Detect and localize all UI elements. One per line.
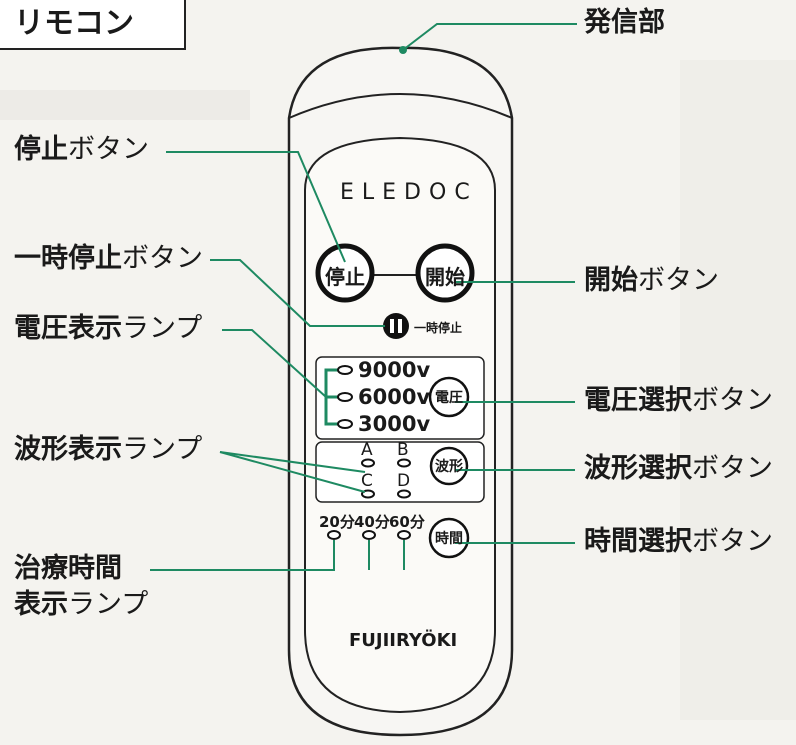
stop-button-ring — [315, 243, 375, 303]
callout-start-bold: 開始 — [584, 265, 638, 296]
waveform-d-label: D — [397, 471, 411, 491]
leader-lines — [150, 23, 577, 571]
callout-time-select: 時間選択ボタン — [584, 525, 773, 559]
callout-transmitter: 発信部 — [584, 6, 665, 40]
background-shape — [680, 60, 796, 720]
leader-transmitter — [402, 23, 577, 51]
start-button-ring — [415, 243, 475, 303]
background-shape — [0, 90, 250, 120]
waveform-lamp — [361, 458, 375, 468]
time-20-label: 20分 — [319, 513, 355, 531]
time-60-label: 60分 — [389, 513, 425, 531]
callout-start: 開始ボタン — [584, 264, 719, 298]
voltage-button[interactable]: 電圧 — [435, 390, 463, 406]
leader-stop — [166, 151, 346, 263]
waveform-lamp — [397, 458, 411, 468]
callout-waveform-select: 波形選択ボタン — [584, 452, 773, 486]
time-lamp — [327, 530, 341, 540]
voltage-lamp — [337, 419, 353, 429]
waveform-a-label: A — [361, 440, 373, 460]
leader-time-display — [150, 540, 335, 571]
leader-waveform-display — [219, 451, 366, 493]
callout-time-select-bold: 時間選択 — [584, 526, 692, 557]
callout-waveform-display-suffix: ランプ — [122, 434, 203, 465]
callout-waveform-select-bold: 波形選択 — [584, 453, 692, 484]
voltage-3000-label: 3000v — [358, 412, 431, 436]
callout-time-display-line1-text: 治療時間 — [14, 553, 122, 584]
voltage-button-ring — [428, 376, 470, 418]
callout-time-display-bold: 表示 — [14, 589, 68, 620]
callout-pause-suffix: ボタン — [122, 243, 203, 274]
callout-voltage-display-suffix: ランプ — [122, 313, 203, 344]
leader-pause — [210, 259, 385, 327]
maker-name: FUJIIRYÖKI — [349, 630, 458, 651]
callout-time-select-suffix: ボタン — [692, 526, 773, 557]
pause-bar — [398, 319, 402, 333]
callout-time-display-line2: 表示ランプ — [14, 588, 148, 622]
callout-start-suffix: ボタン — [638, 265, 719, 296]
pause-bar — [390, 319, 394, 333]
callout-waveform-display: 波形表示ランプ — [14, 433, 202, 467]
callout-waveform-select-suffix: ボタン — [692, 453, 773, 484]
voltage-lamp — [337, 365, 353, 375]
callout-voltage-select-bold: 電圧選択 — [584, 385, 692, 416]
leader-dot — [399, 46, 407, 54]
waveform-lamp — [361, 489, 375, 499]
callout-pause-bold: 一時停止 — [14, 243, 122, 274]
voltage-panel — [315, 356, 485, 440]
time-40-label: 40分 — [354, 513, 390, 531]
time-button-ring — [428, 517, 470, 559]
callout-time-display-line1: 治療時間 — [14, 552, 122, 586]
voltage-6000-label: 6000v — [358, 385, 431, 409]
page-title: リモコン — [0, 0, 186, 50]
callout-voltage-display-bold: 電圧表示 — [14, 313, 122, 344]
pause-button — [383, 313, 409, 339]
callout-voltage-select: 電圧選択ボタン — [584, 384, 773, 418]
callout-pause: 一時停止ボタン — [14, 242, 203, 276]
callout-voltage-select-suffix: ボタン — [692, 385, 773, 416]
stop-button[interactable]: 停止 — [325, 265, 365, 289]
pause-label: 一時停止 — [414, 321, 463, 335]
callout-stop: 停止ボタン — [14, 133, 149, 167]
callout-waveform-display-bold: 波形表示 — [14, 434, 122, 465]
time-lamp — [362, 530, 376, 540]
start-button[interactable]: 開始 — [425, 265, 465, 289]
callout-stop-bold: 停止 — [14, 134, 68, 165]
callout-stop-suffix: ボタン — [68, 134, 149, 165]
waveform-button-ring — [429, 446, 469, 486]
time-button[interactable]: 時間 — [435, 531, 463, 547]
waveform-c-label: C — [361, 471, 373, 491]
voltage-9000-label: 9000v — [358, 358, 431, 382]
callout-transmitter-text: 発信部 — [584, 7, 665, 38]
brand-name: ELEDOC — [340, 180, 478, 205]
waveform-button[interactable]: 波形 — [435, 459, 463, 475]
waveform-b-label: B — [397, 440, 409, 460]
callout-voltage-display: 電圧表示ランプ — [14, 312, 202, 346]
leader-voltage-display — [222, 329, 327, 398]
time-lamp — [397, 530, 411, 540]
callout-time-display-suffix: ランプ — [68, 589, 149, 620]
waveform-lamp — [397, 489, 411, 499]
voltage-lamp — [337, 392, 353, 402]
transmitter-window — [288, 93, 513, 119]
leader-waveform-display — [219, 451, 366, 473]
